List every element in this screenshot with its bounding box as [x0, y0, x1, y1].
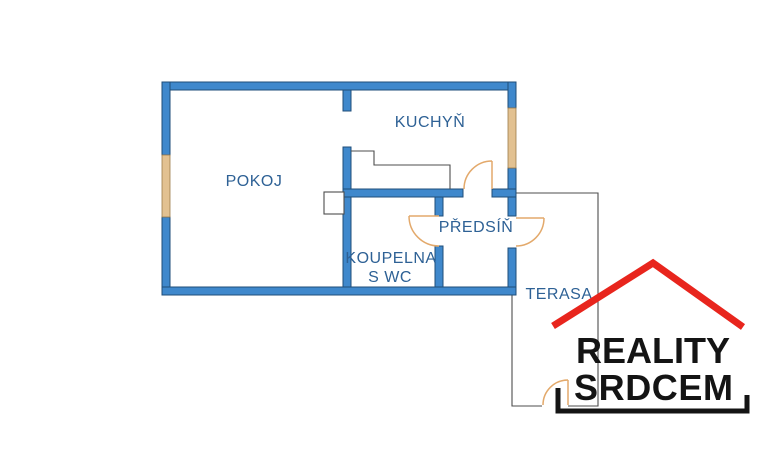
wall-mid-horizontal-left — [342, 188, 464, 198]
wall-mid-horizontal-right — [491, 188, 517, 198]
shaft-box-outline — [323, 191, 345, 215]
window-right-icon — [507, 107, 517, 169]
door-kitchen-icon — [463, 160, 493, 190]
wall-right-upper — [507, 81, 517, 109]
door-terrace-bottom-icon — [542, 379, 569, 406]
logo-text-line1: REALITY — [576, 330, 730, 371]
door-koupelna-icon — [408, 215, 440, 247]
kitchen-counter-outline — [351, 150, 451, 189]
room-labels: POKOJ KUCHYŇ KOUPELNA S WC PŘEDSÍŇ TERAS… — [226, 112, 592, 303]
label-koupelna-line2: S WC — [368, 269, 412, 286]
doors — [408, 160, 569, 406]
window-left-icon — [161, 154, 171, 218]
logo-roof-icon — [551, 258, 746, 330]
logo-house-base-icon — [555, 388, 750, 414]
label-pokoj: POKOJ — [226, 173, 283, 190]
wall-stub-kitchen — [342, 89, 352, 112]
windows — [161, 107, 517, 218]
logo: REALITY SRDCEM — [551, 258, 750, 414]
logo-text-line2: SRDCEM — [574, 367, 733, 408]
wall-koupelna-predsin-upper — [434, 196, 444, 217]
label-kuchyn: KUCHYŇ — [395, 112, 466, 131]
door-terrace-icon — [515, 217, 545, 247]
wall-bottom — [161, 286, 517, 296]
wall-left-upper — [161, 81, 171, 156]
wall-left-lower — [161, 216, 171, 296]
fixtures — [323, 150, 451, 215]
label-terasa: TERASA — [525, 286, 592, 303]
wall-top — [161, 81, 517, 91]
label-predsin: PŘEDSÍŇ — [439, 217, 514, 236]
wall-pokoj-koupelna — [342, 146, 352, 288]
label-koupelna-line1: KOUPELNA — [345, 250, 436, 267]
